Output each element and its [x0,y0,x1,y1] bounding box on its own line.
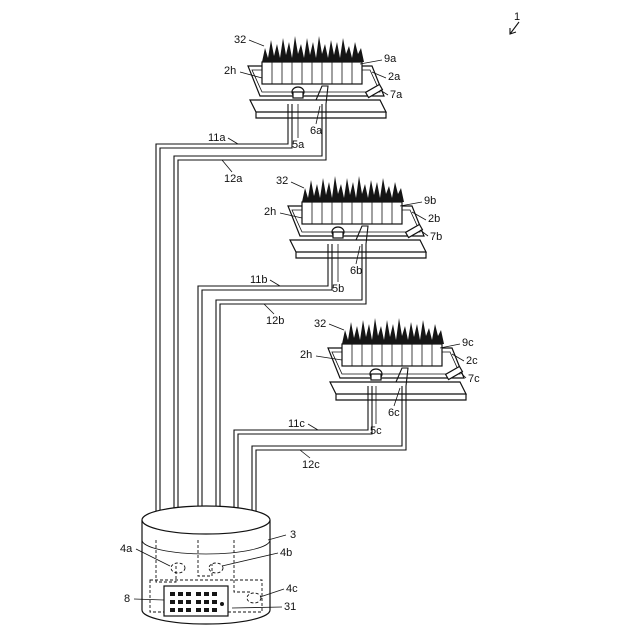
label-2h-c: 2h [300,349,312,361]
label-tray-a: 2a [388,71,401,83]
label-4a: 4a [120,543,133,555]
pipe-12c [252,386,406,540]
tray-base-c [330,382,466,400]
growing-unit-b: 32 2h 9b 2b 7b 6b 5b [264,175,442,295]
label-ref-1: 1 [514,11,520,23]
label-cover-b: 9b [424,195,436,207]
label-pump-b: 6b [350,265,362,277]
label-4c: 4c [286,583,298,595]
label-31: 31 [284,601,296,613]
growing-unit-a: 32 2h 9a 2a 7a 6a 5a [224,34,403,151]
label-pump-c: 6c [388,407,400,419]
label-tray-c: 2c [466,355,478,367]
pipe-11c [234,386,372,530]
label-side-a: 7a [390,89,403,101]
seedlings-a [262,36,364,62]
label-2h-a: 2h [224,65,236,77]
pipe-12a [174,104,326,540]
seedlings-b [302,176,404,202]
label-tank-3: 3 [290,529,296,541]
label-4b: 4b [280,547,292,559]
label-controller-8: 8 [124,593,130,605]
seedlings-c [342,318,444,344]
label-pipe-12b: 12b [266,315,284,327]
controller-buttons [170,592,224,612]
label-tray-b: 2b [428,213,440,225]
label-float-a: 5a [292,139,305,151]
reservoir-tank: 3 4a 4b 4c 8 31 [120,506,298,624]
label-pipe-11b: 11b [250,274,268,286]
label-32-b: 32 [276,175,288,187]
pipe-11b [198,244,332,530]
label-pump-a: 6a [310,125,323,137]
label-cover-a: 9a [384,53,397,65]
label-pipe-12a: 12a [224,173,243,185]
arrow-icon [510,22,519,34]
label-side-b: 7b [430,231,442,243]
label-pipe-11a: 11a [208,132,226,144]
label-32-c: 32 [314,318,326,330]
label-float-b: 5b [332,283,344,295]
label-pipe-12c: 12c [302,459,320,471]
label-32-a: 32 [234,34,246,46]
label-pipe-11c: 11c [288,418,305,430]
label-side-c: 7c [468,373,480,385]
growing-unit-c: 32 2h 9c 2c 7c 6c 5c [300,318,480,437]
label-cover-c: 9c [462,337,474,349]
label-2h-b: 2h [264,206,276,218]
